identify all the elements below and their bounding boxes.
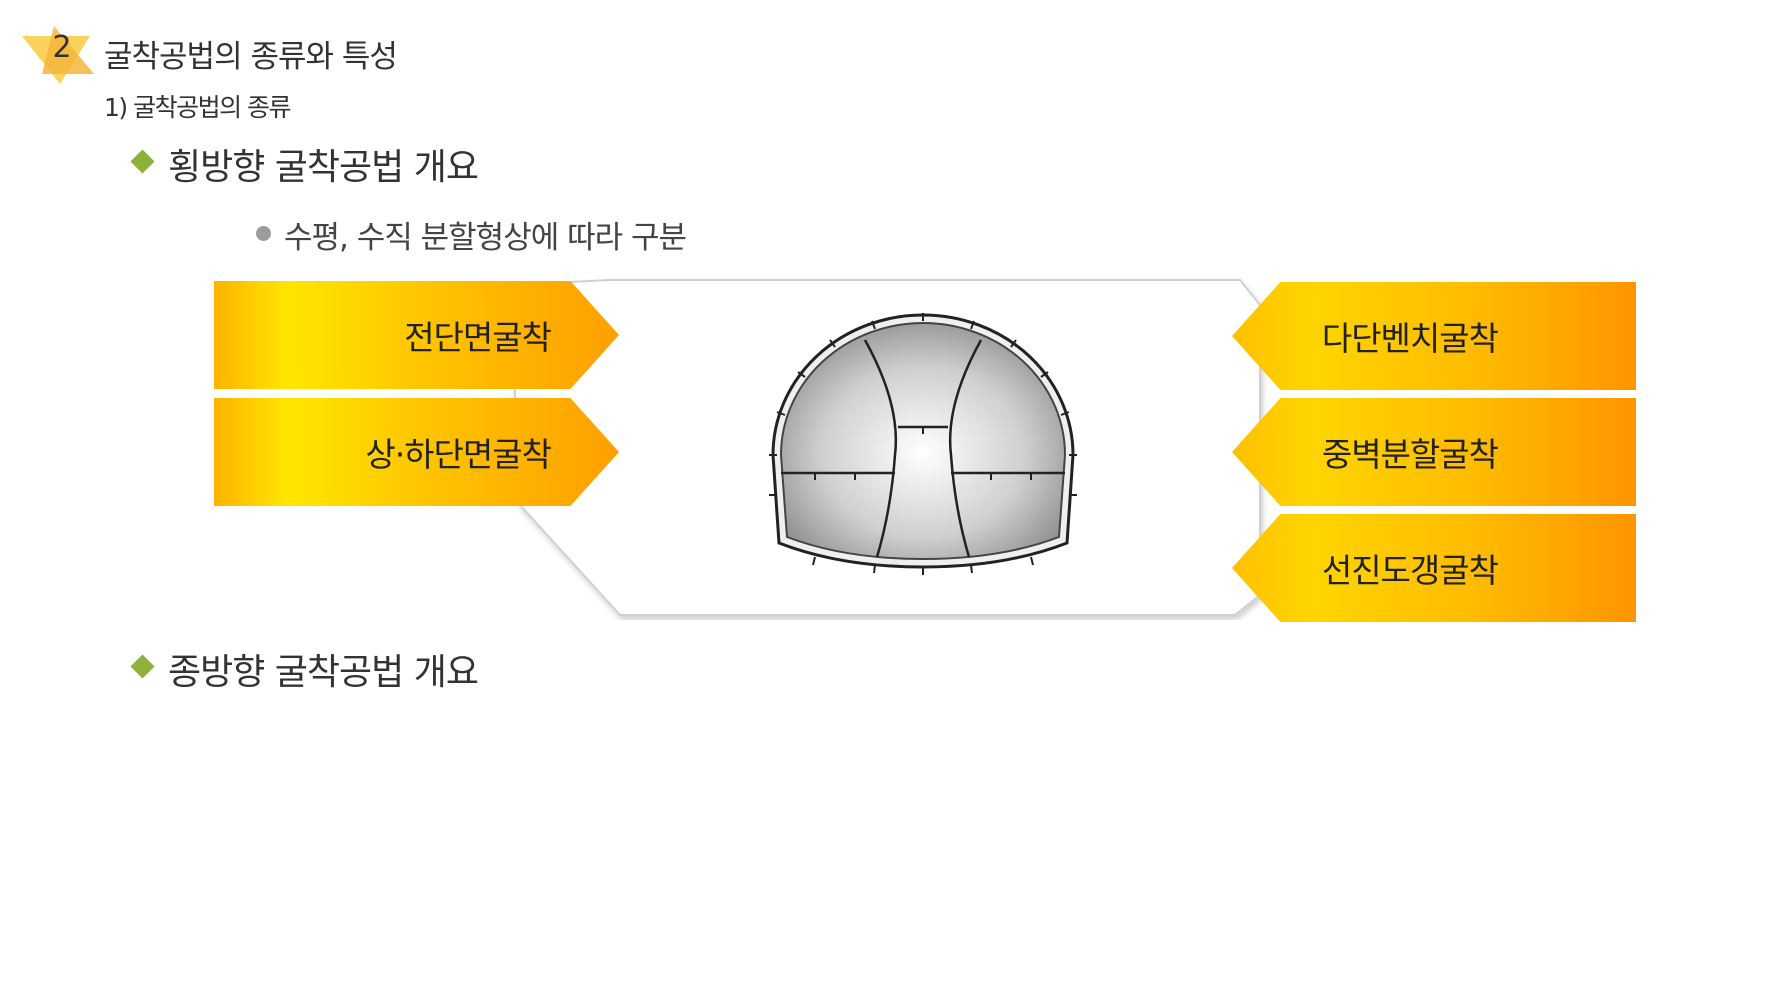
- tunnel-cross-section-illustration: [769, 313, 1077, 575]
- method-upper-lower-half-label: 상·하단면굴착: [365, 435, 552, 474]
- bullet-diamond-icon: [130, 149, 155, 174]
- method-center-diaphragm-label: 중벽분할굴착: [1321, 435, 1499, 474]
- method-multi-bench-label: 다단벤치굴착: [1321, 319, 1499, 358]
- section-number: 2: [52, 30, 72, 65]
- method-full-face: 전단면굴착: [214, 281, 619, 389]
- sub-bullet-dot-icon: [256, 226, 271, 241]
- method-multi-bench: 다단벤치굴착: [1232, 282, 1636, 390]
- sub-bullet-text: 수평, 수직 분할형상에 따라 구분: [284, 220, 687, 256]
- method-upper-lower-half: 상·하단면굴착: [214, 398, 619, 506]
- method-center-diaphragm: 중벽분할굴착: [1232, 398, 1636, 506]
- section-title: 굴착공법의 종류와 특성: [104, 39, 398, 75]
- section-number-badge-shape: [22, 26, 94, 84]
- sub-title: 1) 굴착공법의 종류: [104, 93, 292, 122]
- method-pilot-tunnel-label: 선진도갱굴착: [1321, 551, 1499, 590]
- method-pilot-tunnel: 선진도갱굴착: [1232, 514, 1636, 622]
- heading-horizontal-methods: 횡방향 굴착공법 개요: [168, 147, 479, 188]
- method-full-face-label: 전단면굴착: [404, 318, 552, 357]
- heading-longitudinal-methods: 종방향 굴착공법 개요: [168, 652, 479, 693]
- bullet-diamond-icon: [130, 654, 155, 679]
